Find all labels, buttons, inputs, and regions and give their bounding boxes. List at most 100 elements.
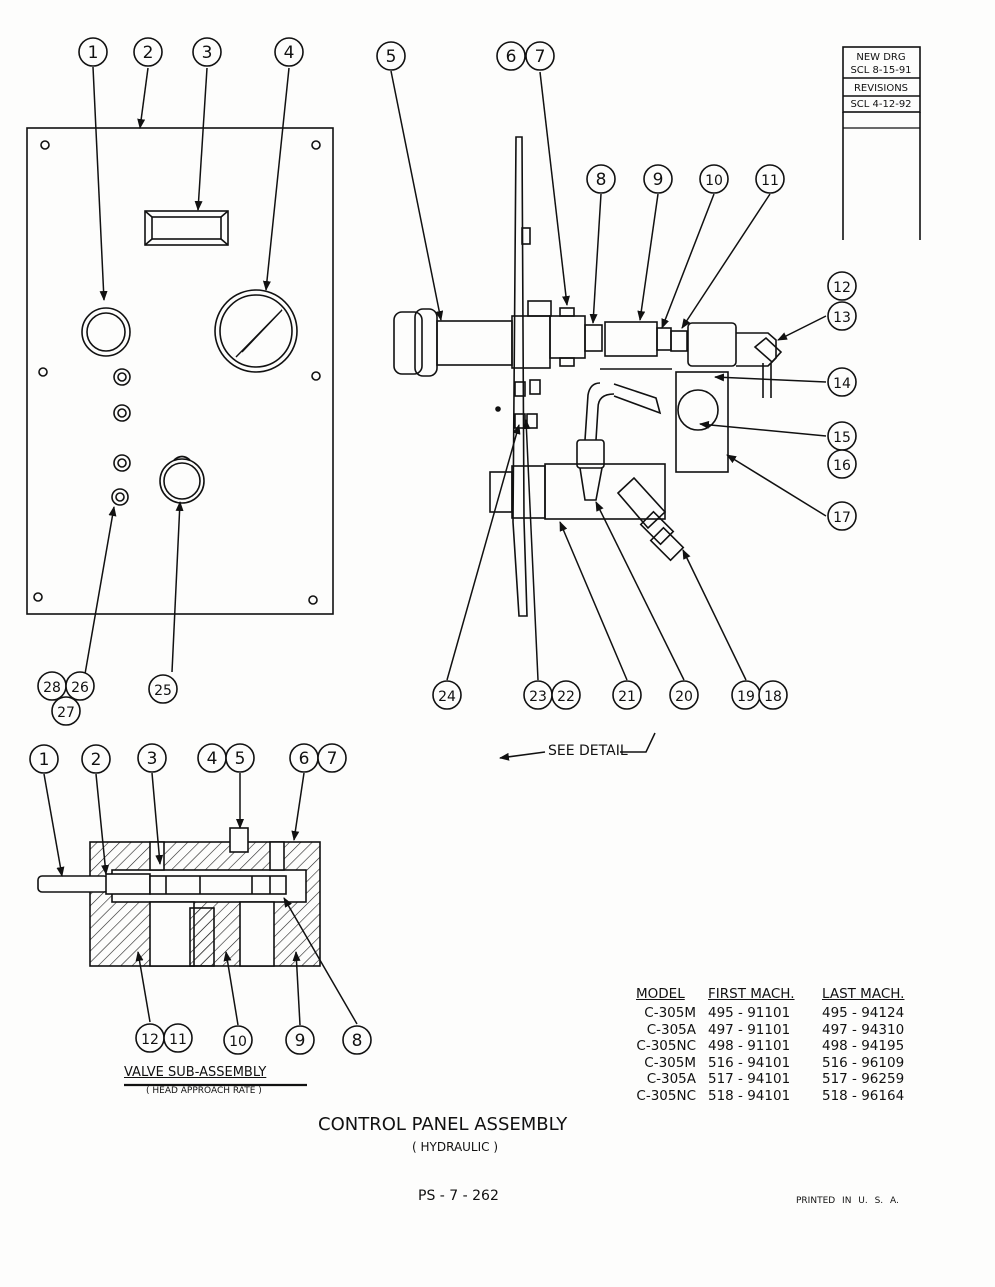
callout-balloon — [163, 1023, 193, 1053]
callout-balloon — [525, 41, 555, 71]
callout-number: 3 — [202, 43, 213, 63]
callout-number: 5 — [386, 47, 397, 67]
callout-number: 25 — [154, 683, 172, 699]
table-cell: C-305A — [646, 1071, 696, 1087]
callout-number: 20 — [675, 689, 693, 705]
drawing-subtitle: ( HYDRAULIC ) — [412, 1140, 499, 1154]
callout-number: 19 — [737, 689, 755, 705]
table-cell: 516 - 96109 — [822, 1054, 905, 1071]
table-cell: 516 - 94101 — [708, 1054, 791, 1071]
callout-balloon — [317, 743, 347, 773]
table-cell: 495 - 94124 — [822, 1005, 905, 1021]
callout-number: 12 — [833, 280, 851, 296]
callout-number: 12 — [141, 1032, 159, 1048]
rev-revisions: REVISIONS — [854, 83, 908, 94]
table-cell: C-305A — [646, 1021, 696, 1038]
table-cell: 498 - 94195 — [822, 1038, 905, 1054]
callout-balloon — [65, 671, 95, 701]
pressure-gauge — [214, 289, 298, 373]
table-row: C-305A 517 - 94101 517 - 96259 — [612, 1071, 922, 1088]
callout-balloon — [285, 1025, 315, 1055]
callout-balloon — [827, 367, 857, 397]
callout-number: 10 — [705, 173, 723, 189]
callout-number: 9 — [295, 1031, 306, 1051]
callout-balloon — [755, 164, 785, 194]
callout-balloon — [137, 743, 167, 773]
table-header-cell: LAST MACH. — [822, 986, 905, 1002]
callout-number: 14 — [833, 376, 851, 392]
callout-number: 22 — [557, 689, 575, 705]
callout-balloon — [133, 37, 163, 67]
callout-balloon — [612, 680, 642, 710]
table-header-cell: MODEL — [636, 986, 685, 1002]
page-number: PS - 7 - 262 — [418, 1188, 499, 1204]
callout-number: 8 — [596, 170, 607, 190]
callout-balloon — [192, 37, 222, 67]
table-cell: 517 - 96259 — [822, 1071, 905, 1087]
callout-number: 17 — [833, 510, 851, 526]
see-detail-label: SEE DETAIL — [548, 743, 628, 759]
callout-number: 1 — [39, 750, 50, 770]
callout-balloon — [376, 41, 406, 71]
callout-balloon — [758, 680, 788, 710]
valve-sub-assembly-subtitle: ( HEAD APPROACH RATE ) — [146, 1086, 262, 1096]
callout-balloon — [342, 1025, 372, 1055]
callout-number: 26 — [71, 680, 89, 696]
callout-balloon — [148, 674, 178, 704]
callout-number: 1 — [88, 43, 99, 63]
callout-number: 7 — [535, 47, 546, 67]
solenoid-valve — [687, 322, 737, 367]
callout-number: 13 — [833, 310, 851, 326]
control-panel-plate — [26, 127, 334, 615]
table-cell: 518 - 96164 — [822, 1087, 905, 1104]
callout-number: 23 — [529, 689, 547, 705]
printed-in-usa: PRINTED IN U. S. A. — [796, 1196, 899, 1206]
callout-number: 4 — [284, 43, 295, 63]
callout-number: 11 — [169, 1032, 187, 1048]
leader-lines — [43, 66, 827, 1026]
callout-balloon — [643, 164, 673, 194]
callout-balloon — [586, 164, 616, 194]
callout-number: 16 — [833, 458, 851, 474]
table-cell: 518 - 94101 — [708, 1087, 791, 1104]
table-cell: 517 - 94101 — [708, 1071, 791, 1087]
callout-number: 3 — [147, 749, 158, 769]
callout-balloon — [51, 696, 81, 726]
callout-number: 2 — [91, 750, 102, 770]
callout-number: 5 — [235, 749, 246, 769]
callout-number: 28 — [43, 680, 61, 696]
adjust-knob — [159, 458, 205, 504]
callout-balloon — [432, 680, 462, 710]
callout-number: 27 — [57, 705, 75, 721]
table-header-cell: FIRST MACH. — [708, 986, 795, 1002]
callout-number: 24 — [438, 689, 456, 705]
table-cell: 498 - 91101 — [708, 1038, 791, 1054]
callout-balloon — [827, 301, 857, 331]
callout-balloon — [669, 680, 699, 710]
callout-balloon — [29, 744, 59, 774]
callout-balloon — [827, 271, 857, 301]
callout-number: 11 — [761, 173, 779, 189]
callout-balloon — [827, 501, 857, 531]
table-cell: C-305M — [644, 1005, 696, 1021]
pilot-light — [81, 307, 131, 357]
callout-balloon — [78, 37, 108, 67]
callout-balloon — [81, 744, 111, 774]
rev-new-drg: NEW DRG — [856, 52, 905, 63]
rev-scl-date-2: SCL 4-12-92 — [850, 99, 911, 110]
revision-box: NEW DRG SCL 8-15-91 REVISIONS SCL 4-12-9… — [842, 46, 921, 240]
callout-number: 9 — [653, 170, 664, 190]
head-knob — [393, 311, 423, 375]
table-cell: C-305NC — [636, 1038, 696, 1054]
callout-balloon — [699, 164, 729, 194]
table-cell: 497 - 94310 — [822, 1021, 905, 1038]
callout-number: 6 — [506, 47, 517, 67]
callout-number: 15 — [833, 430, 851, 446]
